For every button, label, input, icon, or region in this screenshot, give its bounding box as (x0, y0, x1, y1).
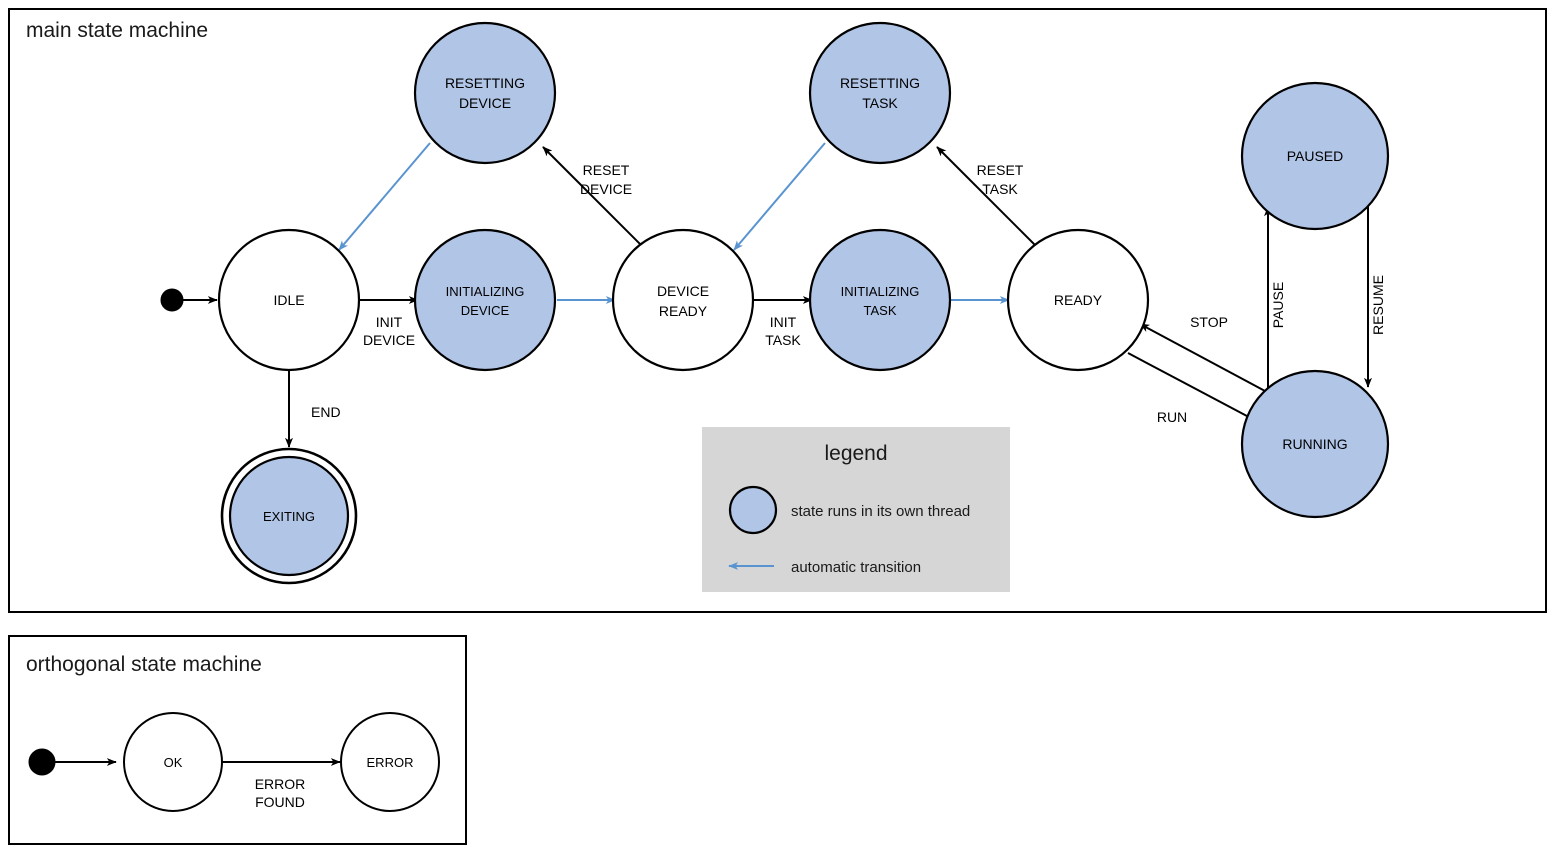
legend-item-automatic-transition: automatic transition (728, 559, 921, 576)
initial-state-dot (160, 288, 184, 312)
state-resetting-task-label-2: TASK (862, 95, 898, 111)
main-frame-title: main state machine (26, 19, 208, 42)
state-resetting-device-shape[interactable] (413, 21, 557, 165)
state-running-label: RUNNING (1282, 436, 1347, 452)
state-initializing-device-shape[interactable] (413, 228, 557, 372)
state-paused-label: PAUSED (1287, 148, 1344, 164)
state-paused-shape[interactable] (1240, 81, 1390, 231)
state-resetting-task-label-1: RESETTING (840, 75, 920, 91)
transition-resetting-device-to-idle (338, 142, 431, 251)
edge-label-error-found-2: FOUND (255, 794, 305, 810)
transition-initial-to-idle (160, 288, 218, 312)
edge-label-error-found-1: ERROR (255, 776, 306, 792)
state-resetting-task-shape[interactable] (808, 21, 952, 165)
transition-device-ready-to-initializing-task: INIT TASK (753, 296, 813, 348)
edge-label-init-device-2: DEVICE (363, 332, 415, 348)
thread-state-swatch-icon (728, 485, 778, 535)
transition-ready-to-resetting-task: RESET TASK (936, 146, 1044, 254)
state-resetting-device[interactable]: RESETTING DEVICE (413, 21, 557, 165)
transition-idle-to-initializing-device: INIT DEVICE (359, 296, 419, 348)
edge-label-end: END (311, 404, 341, 420)
edge-label-stop: STOP (1190, 314, 1228, 330)
state-error-label: ERROR (367, 755, 414, 770)
edge-run (1127, 352, 1263, 425)
state-exiting[interactable]: EXITING (220, 447, 358, 585)
transition-idle-to-exiting: END (285, 370, 341, 448)
edge-label-init-task-2: TASK (765, 332, 801, 348)
state-ok[interactable]: OK (123, 712, 223, 812)
state-ok-label: OK (164, 755, 183, 770)
state-paused[interactable]: PAUSED (1240, 81, 1390, 231)
state-error[interactable]: ERROR (340, 712, 440, 812)
edge-label-resume: RESUME (1370, 275, 1386, 335)
edge-label-run: RUN (1157, 409, 1187, 425)
legend-item-thread-state: state runs in its own thread (728, 485, 970, 535)
transition-device-ready-to-resetting-device: RESET DEVICE (542, 146, 650, 254)
edge-label-reset-task-2: TASK (982, 181, 1018, 197)
edge-reset-device (542, 146, 650, 254)
transition-initial-to-ok (28, 748, 117, 776)
state-ok-shape[interactable] (123, 712, 223, 812)
transition-running-to-paused: PAUSE (1264, 206, 1286, 398)
state-initializing-device-label-1: INITIALIZING (446, 284, 525, 299)
state-idle[interactable]: IDLE (217, 228, 361, 372)
state-initializing-task[interactable]: INITIALIZING TASK (808, 228, 952, 372)
transition-paused-to-running: RESUME (1364, 200, 1386, 388)
edge-label-init-task-1: INIT (770, 314, 797, 330)
legend-item-thread-label: state runs in its own thread (791, 503, 970, 520)
state-initializing-device[interactable]: INITIALIZING DEVICE (413, 228, 557, 372)
state-idle-label: IDLE (273, 292, 304, 308)
edge-label-reset-task-1: RESET (977, 162, 1024, 178)
legend-title: legend (824, 442, 887, 465)
auto-edge-resetting-task-device-ready (733, 142, 826, 251)
transition-resetting-task-to-device-ready (733, 142, 826, 251)
state-ready[interactable]: READY (1006, 228, 1150, 372)
state-device-ready-label-2: READY (659, 303, 708, 319)
state-device-ready[interactable]: DEVICE READY (611, 228, 755, 372)
orthogonal-state-machine-frame: orthogonal state machine ERROR FOUND OK … (8, 635, 467, 845)
edge-reset-task (936, 146, 1044, 254)
legend: legend state runs in its own thread auto… (702, 427, 1010, 592)
state-running[interactable]: RUNNING (1240, 369, 1390, 519)
state-resetting-task[interactable]: RESETTING TASK (808, 21, 952, 165)
state-initializing-task-label-1: INITIALIZING (841, 284, 920, 299)
state-initializing-task-label-2: TASK (864, 303, 897, 318)
state-ready-label: READY (1054, 292, 1103, 308)
state-running-shape[interactable] (1240, 369, 1390, 519)
transition-ready-to-running: RUN (1127, 352, 1263, 425)
orthogonal-frame-title: orthogonal state machine (26, 653, 262, 676)
transition-ok-to-error: ERROR FOUND (222, 758, 341, 810)
state-exiting-label: EXITING (263, 509, 315, 524)
state-device-ready-shape[interactable] (611, 228, 755, 372)
transition-running-to-ready: STOP (1139, 314, 1266, 392)
state-resetting-device-label-1: RESETTING (445, 75, 525, 91)
state-exiting-shape[interactable] (228, 455, 350, 577)
state-device-ready-label-1: DEVICE (657, 283, 709, 299)
edge-label-reset-device-2: DEVICE (580, 181, 632, 197)
edge-label-init-device-1: INIT (376, 314, 403, 330)
state-ready-shape[interactable] (1006, 228, 1150, 372)
state-error-shape[interactable] (340, 712, 440, 812)
edge-label-pause: PAUSE (1270, 282, 1286, 328)
legend-item-auto-label: automatic transition (791, 559, 921, 576)
state-initializing-device-label-2: DEVICE (461, 303, 510, 318)
orthogonal-initial-state-dot (28, 748, 56, 776)
state-idle-shape[interactable] (217, 228, 361, 372)
state-resetting-device-label-2: DEVICE (459, 95, 511, 111)
edge-label-reset-device-1: RESET (583, 162, 630, 178)
edge-stop (1139, 323, 1266, 392)
state-initializing-task-shape[interactable] (808, 228, 952, 372)
auto-edge-resetting-device-idle (338, 142, 431, 251)
